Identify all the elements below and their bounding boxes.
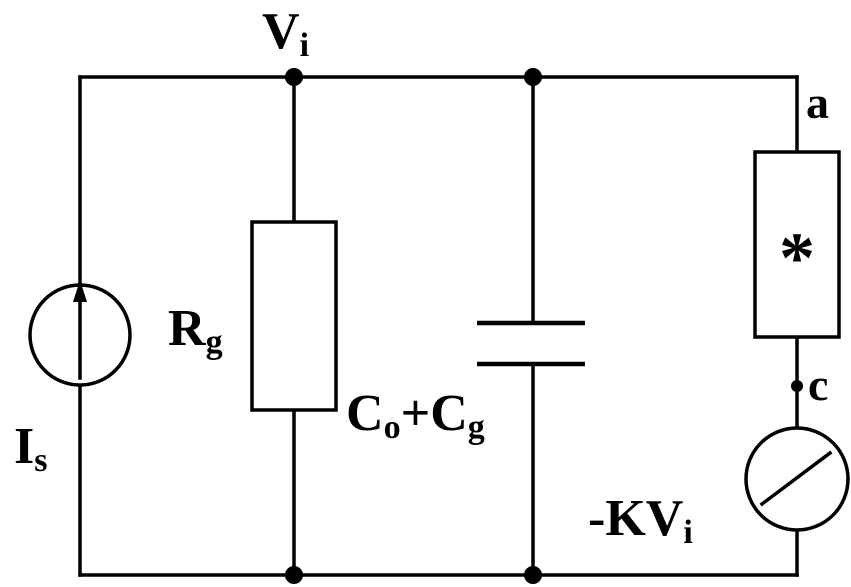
wiring [78,75,799,577]
capacitor [477,320,585,367]
label-a: a [806,77,829,128]
element-symbol: * [779,218,815,298]
dependent-source-slash-icon [759,450,833,507]
label-rg: Rg [168,300,223,361]
label-capacitance: Co+Cg [346,385,485,446]
arrow-up-icon [73,280,87,302]
label-vi: Vi [262,3,309,64]
node-bottom-mid-dot [524,566,542,584]
label-kvi: -KVi [588,490,693,551]
node-bottom-left-dot [285,566,303,584]
current-source [28,280,132,387]
junction-dots [285,68,803,584]
node-c-dot [791,380,803,392]
node-vi-dot [285,68,303,86]
node-top-mid-dot [524,68,542,86]
resistor-rg [250,220,338,412]
label-c: c [808,359,828,410]
dependent-source [744,426,850,532]
label-is: Is [14,418,47,479]
element-box [753,150,841,339]
